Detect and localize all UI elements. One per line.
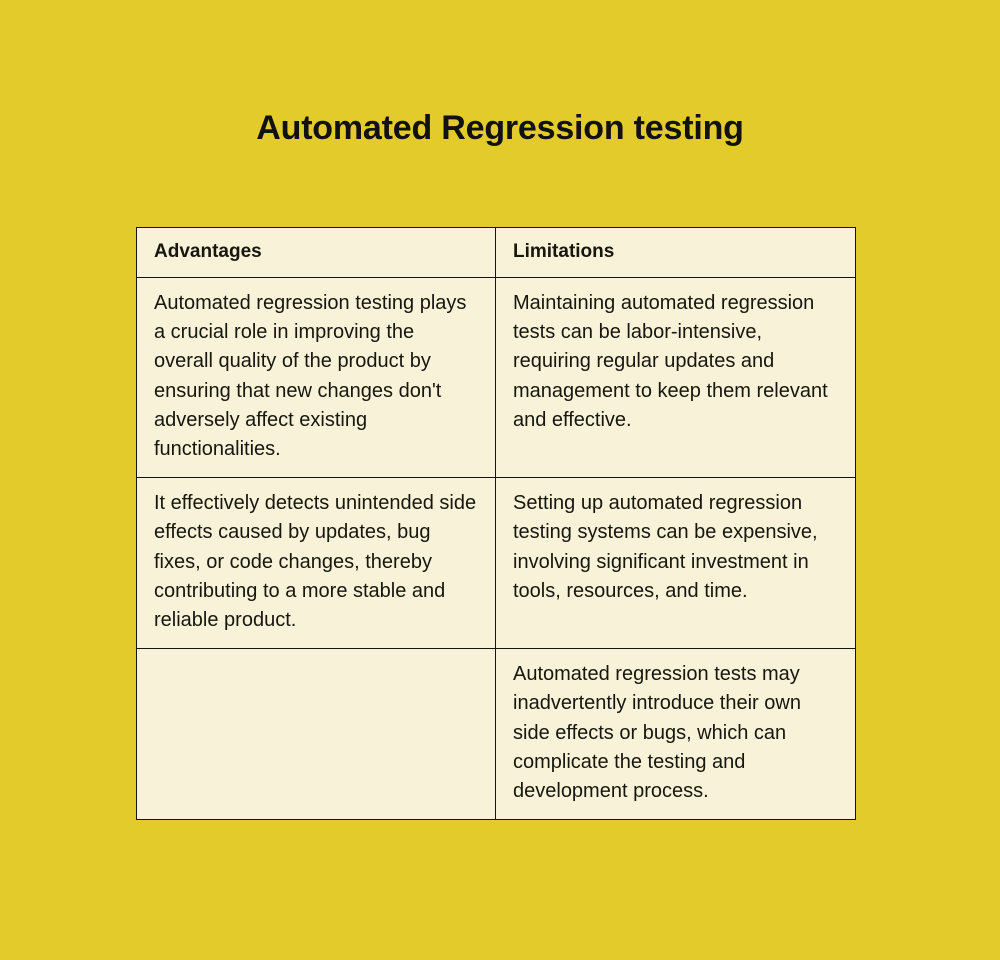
column-header-advantages: Advantages	[136, 227, 496, 278]
table-row: Automated regression tests may inadverte…	[136, 648, 856, 821]
page-title: Automated Regression testing	[256, 108, 744, 147]
column-header-limitations: Limitations	[495, 227, 856, 278]
table-row: It effectively detects unintended side e…	[136, 477, 856, 650]
table-header: Advantages Limitations	[136, 227, 856, 278]
advantages-limitations-table: Advantages Limitations Automated regress…	[136, 227, 856, 821]
cell-advantages: Automated regression testing plays a cru…	[136, 276, 496, 479]
table-header-row: Advantages Limitations	[136, 227, 856, 278]
cell-advantages-empty	[136, 648, 496, 821]
cell-limitations: Maintaining automated regression tests c…	[495, 276, 856, 479]
table-row: Automated regression testing plays a cru…	[136, 276, 856, 479]
cell-advantages: It effectively detects unintended side e…	[136, 477, 496, 650]
cell-limitations: Automated regression tests may inadverte…	[495, 648, 856, 821]
cell-limitations: Setting up automated regression testing …	[495, 477, 856, 650]
table-body: Automated regression testing plays a cru…	[136, 276, 856, 821]
